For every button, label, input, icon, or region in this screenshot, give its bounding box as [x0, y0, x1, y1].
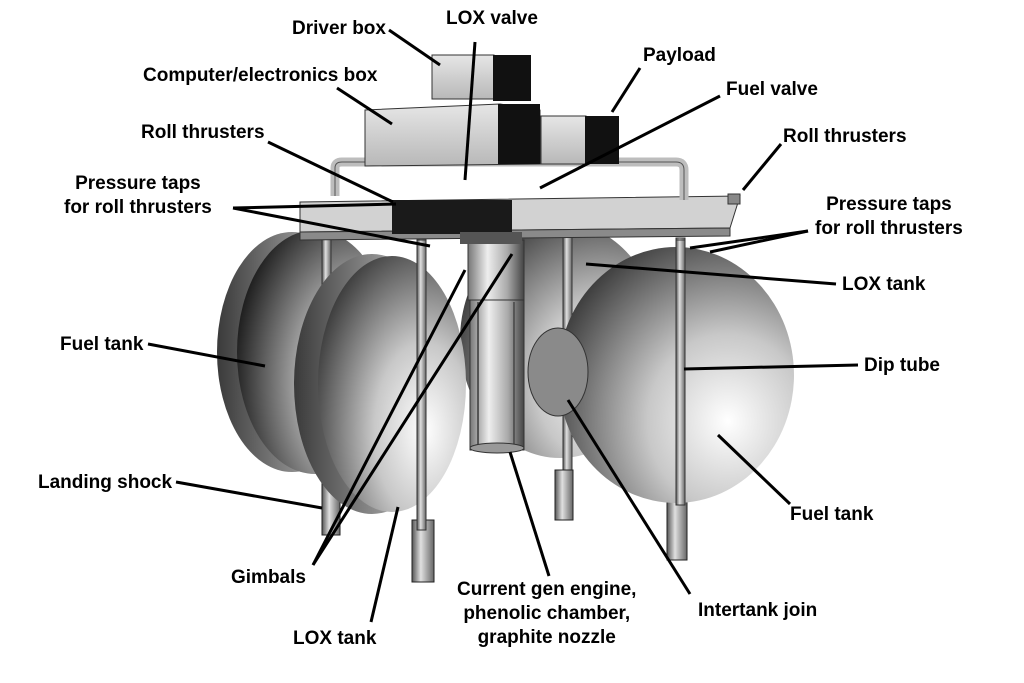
label-pressure-taps-left: Pressure taps for roll thrusters: [64, 172, 212, 220]
label-pressure-taps-right-line2: for roll thrusters: [815, 217, 963, 239]
computer-box: [364, 103, 541, 167]
label-landing-shock: Landing shock: [38, 472, 173, 493]
leader-lines: [147, 28, 859, 623]
label-driver-box: Driver box: [292, 18, 386, 39]
label-pressure-taps-right: Pressure taps for roll thrusters: [815, 193, 963, 241]
label-fuel-tank-left: Fuel tank: [60, 334, 144, 355]
driver-box: [431, 54, 531, 101]
label-pressure-taps-left-line2: for roll thrusters: [64, 196, 212, 218]
engine: [467, 239, 525, 454]
label-current-gen-engine: Current gen engine, phenolic chamber, gr…: [457, 578, 636, 649]
label-pressure-taps-right-line1: Pressure taps: [826, 194, 952, 215]
label-lox-tank-right: LOX tank: [842, 274, 926, 295]
front-lox-tank-left: [294, 254, 466, 514]
label-intertank-join: Intertank join: [698, 600, 818, 621]
label-pressure-taps-left-line1: Pressure taps: [75, 173, 201, 194]
label-lox-valve: LOX valve: [446, 8, 538, 29]
label-engine-line2: phenolic chamber,: [463, 602, 631, 624]
label-engine-line3: graphite nozzle: [477, 626, 616, 648]
payload-box: [540, 115, 619, 165]
label-roll-thrusters-left: Roll thrusters: [141, 122, 265, 143]
label-fuel-tank-right: Fuel tank: [790, 504, 874, 525]
label-roll-thrusters-right: Roll thrusters: [783, 126, 907, 147]
label-computer-electronics-box: Computer/electronics box: [143, 65, 378, 86]
label-payload: Payload: [643, 45, 716, 66]
label-gimbals: Gimbals: [231, 567, 306, 588]
frame-platform: [299, 157, 741, 244]
front-struts: [416, 239, 686, 531]
label-dip-tube: Dip tube: [864, 355, 940, 376]
label-engine-line1: Current gen engine,: [457, 579, 637, 600]
label-fuel-valve: Fuel valve: [726, 79, 818, 100]
label-lox-tank-bottom: LOX tank: [293, 628, 377, 649]
